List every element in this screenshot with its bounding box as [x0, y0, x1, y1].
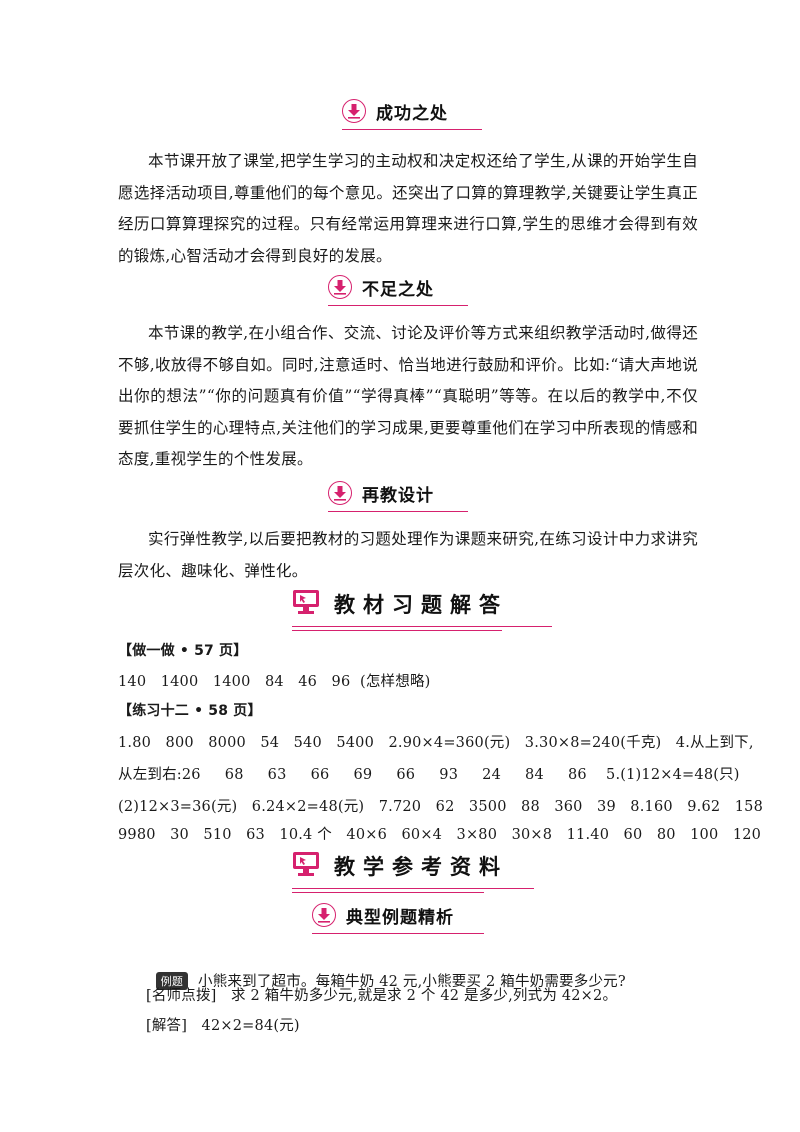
answer-line: 9980 30 510 63 10.4 个 40×6 60×4 3×80 30×… [118, 827, 762, 843]
chapter-underline-secondary [292, 892, 484, 893]
monitor-icon [292, 851, 320, 881]
example-question-text: 小熊来到了超市。每箱牛奶 42 元,小熊要买 2 箱牛奶需要多少元? [198, 974, 626, 990]
section-underline [342, 128, 482, 130]
chapter-title: 教学参考资料 [334, 855, 508, 879]
chapter-title: 教材习题解答 [334, 593, 508, 617]
section-title: 再教设计 [362, 485, 434, 506]
example-question: 例题小熊来到了超市。每箱牛奶 42 元,小熊要买 2 箱牛奶需要多少元? [146, 954, 626, 991]
section-heading-examples: 典型例题精析 [312, 900, 484, 934]
chapter-heading-answers: 教材习题解答 [292, 586, 552, 631]
chapter-heading-reference: 教学参考资料 [292, 848, 534, 893]
section-heading-success: 成功之处 [342, 96, 482, 130]
download-arrow-icon [328, 275, 352, 299]
example-tip: [名师点拨] 求 2 箱牛奶多少元,就是求 2 个 42 是多少,列式为 42×… [146, 988, 618, 1004]
answer-line: 从左到右:26 68 63 66 69 66 93 24 84 86 5.(1)… [118, 767, 740, 783]
chapter-underline [292, 625, 552, 627]
paragraph-success: 本节课开放了课堂,把学生学习的主动权和决定权还给了学生,从课的开始学生自愿选择活… [118, 152, 698, 265]
section-heading-shortcoming: 不足之处 [328, 272, 468, 306]
section-heading-redesign: 再教设计 [328, 478, 468, 512]
answer-line: (2)12×3=36(元) 6.24×2=48(元) 7.720 62 3500… [118, 799, 764, 815]
example-answer: [解答] 42×2=84(元) [146, 1018, 300, 1034]
download-arrow-icon [328, 481, 352, 505]
download-arrow-icon [342, 99, 366, 123]
paragraph-redesign: 实行弹性教学,以后要把教材的习题处理作为课题来研究,在练习设计中力求讲究层次化、… [118, 530, 698, 580]
section-title: 典型例题精析 [346, 907, 454, 928]
section-title: 不足之处 [362, 279, 434, 300]
answer-line-57: 140 1400 1400 84 46 96 (怎样想略) [118, 674, 431, 690]
answer-label-58: 【练习十二 • 58 页】 [118, 703, 262, 719]
chapter-underline-secondary [292, 630, 502, 631]
answer-label-57: 【做一做 • 57 页】 [118, 643, 248, 659]
section-underline [328, 304, 468, 306]
monitor-icon [292, 589, 320, 619]
answer-line: 1.80 800 8000 54 540 5400 2.90×4=360(元) … [118, 735, 754, 751]
paragraph-shortcoming: 本节课的教学,在小组合作、交流、讨论及评价等方式来组织教学活动时,做得还不够,收… [118, 324, 698, 468]
example-tag: 例题 [155, 972, 189, 990]
section-underline [328, 510, 468, 512]
chapter-underline [292, 887, 534, 889]
section-title: 成功之处 [376, 103, 448, 124]
section-underline [312, 932, 484, 934]
download-arrow-icon [312, 903, 336, 927]
